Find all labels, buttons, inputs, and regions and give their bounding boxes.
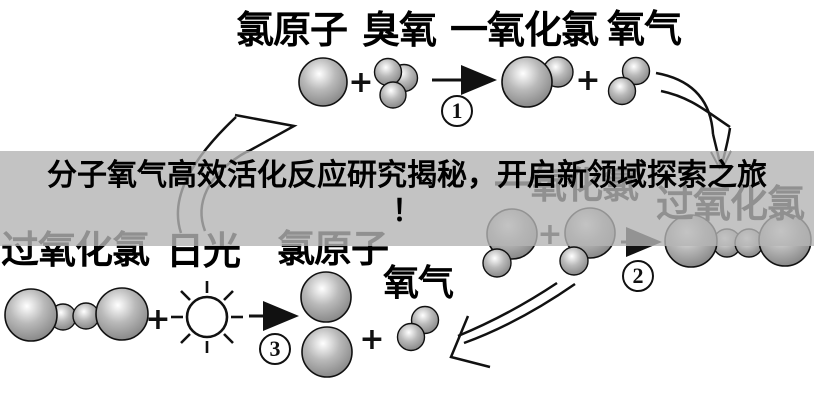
r1-chlorine-monoxide-molecule (501, 56, 574, 108)
r1-label-chlorine-atom: 氯原子 (236, 10, 348, 52)
r3-oxygen-molecule (396, 305, 440, 352)
step-3-badge: 3 (259, 333, 291, 365)
sun-icon (171, 281, 243, 353)
headline-line-2: ！ (392, 194, 422, 229)
r3-label-oxygen: 氧气 (383, 263, 454, 303)
step-2-badge: 2 (622, 260, 654, 292)
headline-banner-overlay (0, 151, 814, 246)
r3-plus-2: + (359, 322, 385, 357)
r1-label-ozone: 臭氧 (362, 10, 437, 52)
r3-chlorine-atoms (300, 271, 353, 378)
cycle-arrow-bottom (449, 281, 576, 369)
headline-line-1: 分子氧气高效活化反应研究揭秘，开启新领域探索之旅 (47, 158, 767, 193)
r1-label-oxygen: 氧气 (607, 9, 682, 51)
headline-title: 分子氧气高效活化反应研究揭秘，开启新领域探索之旅 ！ (0, 156, 814, 228)
r1-plus-1: + (348, 65, 374, 100)
r1-ozone-molecule (373, 57, 419, 109)
r3-chlorine-peroxide-molecule (4, 287, 149, 342)
r1-label-chlorine-monoxide: 一氧化氯 (450, 10, 599, 52)
step-1-badge: 1 (441, 95, 473, 127)
r3-plus-1: + (145, 302, 171, 337)
r1-plus-2: + (575, 63, 601, 98)
r1-chlorine-atom-sphere (298, 57, 348, 107)
r1-oxygen-molecule (607, 56, 651, 106)
